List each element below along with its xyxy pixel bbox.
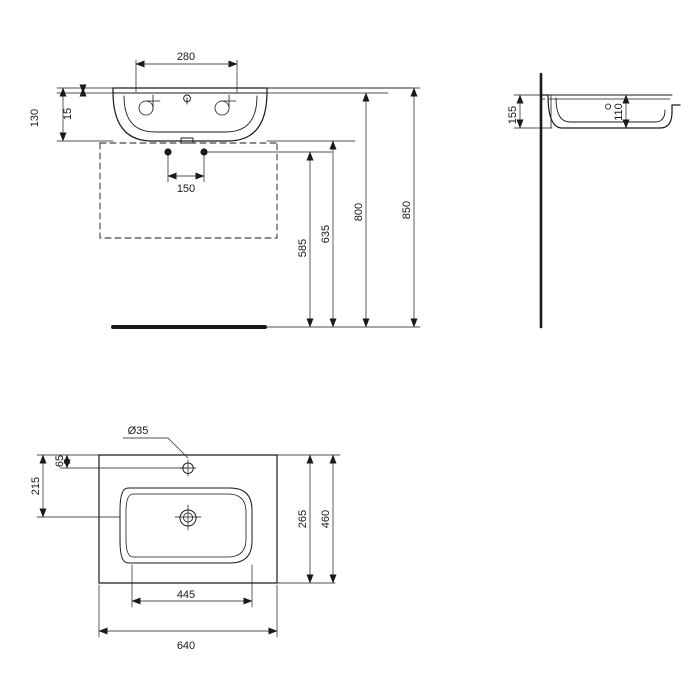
dim-front-15: 15 [62, 108, 74, 120]
plan-view-dimensions [36, 437, 341, 638]
plan-view-geometry [98, 454, 278, 584]
dim-front-150: 150 [177, 183, 195, 195]
dim-front-850: 850 [401, 201, 413, 219]
side-view-geometry [539, 72, 681, 329]
dim-front-635: 635 [320, 225, 332, 243]
dim-side-155: 155 [507, 106, 519, 124]
dim-top-640: 640 [177, 640, 195, 652]
dimension-labels: 280 130 15 150 585 635 800 850 155 110 Ø… [29, 51, 625, 652]
side-view-dimensions [513, 94, 630, 129]
front-view-geometry [99, 87, 412, 329]
dim-top-diameter-35: Ø35 [128, 425, 149, 437]
dim-front-800: 800 [353, 203, 365, 221]
dim-front-280: 280 [177, 51, 195, 63]
dim-top-445: 445 [177, 589, 195, 601]
dim-front-130: 130 [29, 109, 41, 127]
front-view-dimensions [56, 59, 421, 328]
dim-top-460: 460 [320, 510, 332, 528]
dim-top-265: 265 [297, 510, 309, 528]
dim-top-215: 215 [30, 477, 42, 495]
dim-top-65: 65 [54, 455, 66, 467]
dim-front-585: 585 [297, 239, 309, 257]
dim-side-110: 110 [613, 103, 625, 121]
